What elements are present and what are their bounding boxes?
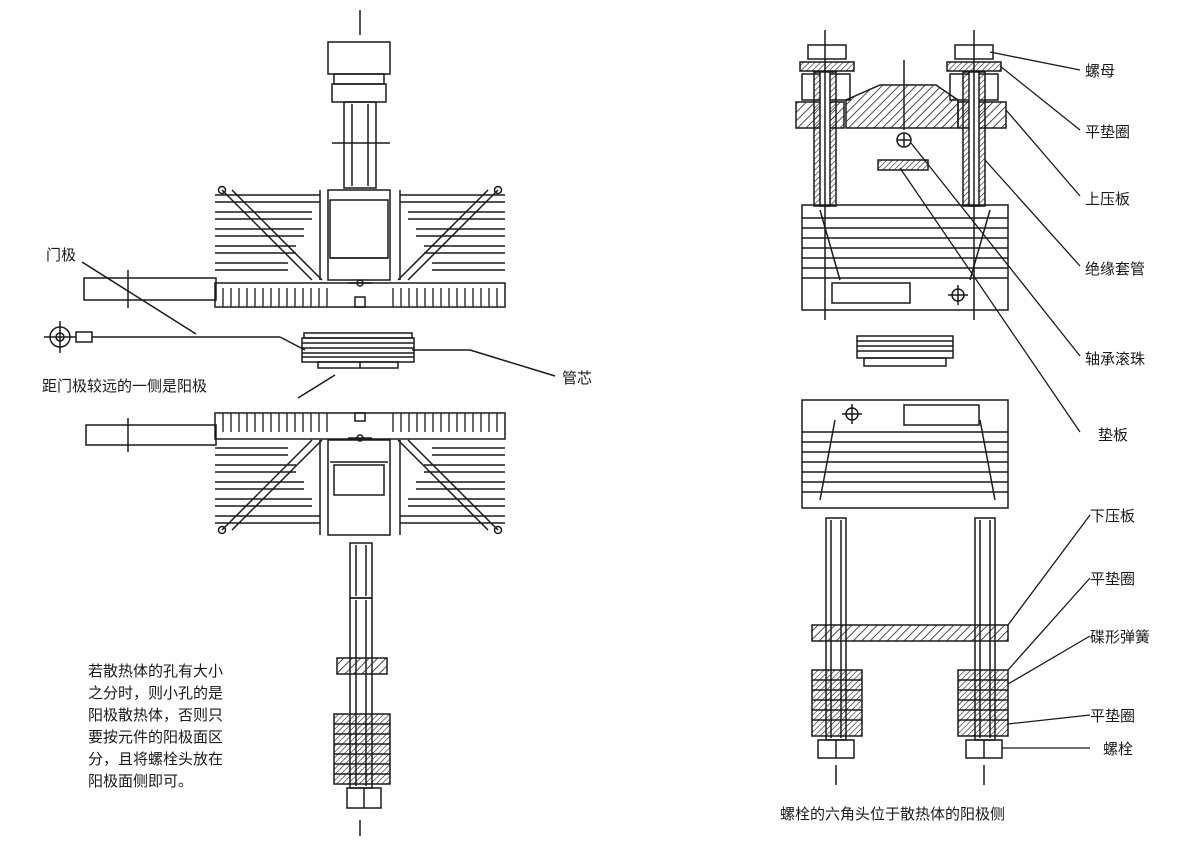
upper-heatsink [214, 185, 506, 308]
right-assembly [795, 30, 1091, 785]
label-insulating-sleeve: 绝缘套管 [1085, 260, 1146, 278]
hint-line: 之分时，则小孔的是 [88, 684, 224, 702]
label-flat-washer-bottom: 平垫圈 [1090, 707, 1136, 725]
label-disc-spring: 碟形弹簧 [1090, 628, 1151, 646]
label-flat-washer-top: 平垫圈 [1085, 123, 1131, 141]
hint-line: 阳极散热体，否则只 [88, 706, 224, 724]
left-assembly [44, 10, 556, 836]
lower-heatsink [214, 412, 506, 536]
right-upper-heatsink [801, 204, 1009, 311]
leader-lines [899, 51, 1091, 749]
gate-terminal-bar [83, 277, 217, 301]
label-upper-press-plate: 上压板 [1085, 190, 1131, 208]
label-nut: 螺母 [1085, 62, 1116, 80]
label-backing-plate: 垫板 [1098, 426, 1129, 444]
top-press-plate [845, 84, 959, 129]
label-flat-washer-middle: 平垫圈 [1090, 570, 1136, 588]
right-lower-heatsink [801, 399, 1009, 509]
label-bearing-ball: 轴承滚珠 [1085, 350, 1146, 368]
gate-label: 门极 [46, 246, 77, 264]
anode-note: 距门极较远的一侧是阳极 [42, 377, 208, 395]
hint-line: 阳极面侧即可。 [88, 772, 194, 790]
thyristor-core [301, 332, 415, 369]
label-lower-press-plate: 下压板 [1090, 507, 1136, 525]
right-caption: 螺栓的六角头位于散热体的阳极侧 [780, 805, 1006, 823]
anode-hint-note: 若散热体的孔有大小 之分时，则小孔的是 阳极散热体，否则只 要按元件的阳极面区 … [88, 660, 223, 792]
top-bolt-head [327, 41, 391, 75]
hint-line: 分，且将螺栓头放在 [88, 750, 224, 768]
right-core [856, 335, 954, 367]
hint-line: 要按元件的阳极面区 [88, 728, 224, 746]
right-lower-bolts [811, 517, 1009, 785]
lower-bolt [333, 542, 391, 809]
right-nut-left [807, 44, 847, 60]
core-label: 管芯 [562, 369, 593, 387]
label-bolt: 螺栓 [1103, 740, 1134, 758]
hint-line: 若散热体的孔有大小 [88, 662, 224, 680]
